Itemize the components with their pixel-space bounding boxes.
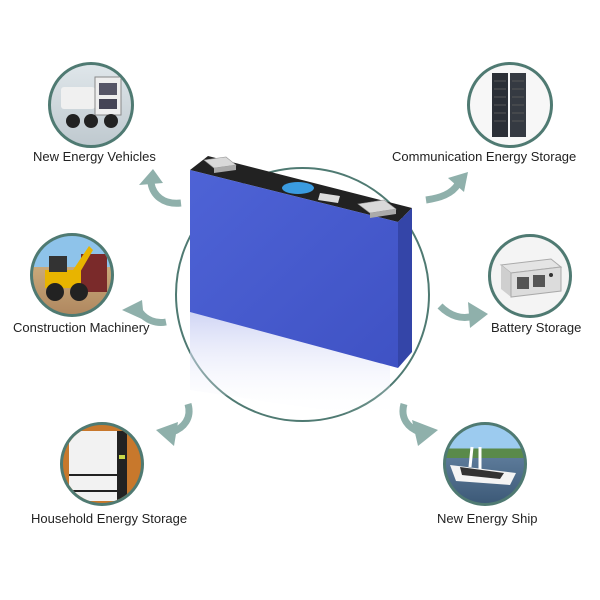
- truck-icon: [61, 76, 122, 128]
- app-image-battery-storage: [488, 234, 572, 318]
- label-communication-energy-storage: Communication Energy Storage: [392, 149, 577, 164]
- label-new-energy-ship: New Energy Ship: [437, 511, 538, 526]
- label-household-energy-storage: Household Energy Storage: [31, 511, 188, 526]
- center-ring: [175, 167, 430, 422]
- yacht-icon: [450, 446, 516, 485]
- arrow-to-household-icon: [156, 403, 193, 446]
- label-battery-storage: Battery Storage: [491, 320, 582, 335]
- app-image-household-energy-storage: [60, 422, 144, 506]
- arrow-to-construction-icon: [122, 300, 167, 326]
- arrow-to-battery-storage-icon: [437, 302, 488, 328]
- wall-battery-icon: [69, 431, 127, 501]
- app-image-new-energy-vehicles: [48, 62, 134, 148]
- arrow-to-vehicles-icon: [139, 169, 182, 207]
- arrow-to-communication-icon: [425, 172, 468, 204]
- label-new-energy-vehicles: New Energy Vehicles: [33, 149, 156, 164]
- label-construction-machinery: Construction Machinery: [13, 320, 150, 335]
- app-image-new-energy-ship: [443, 422, 527, 506]
- arrow-to-ship-icon: [399, 403, 438, 446]
- app-image-construction-machinery: [30, 233, 114, 317]
- battery-storage-unit-icon: [499, 258, 563, 298]
- wheel-loader-icon: [45, 246, 107, 301]
- app-image-communication-energy-storage: [467, 62, 553, 148]
- server-rack-icon: [492, 73, 526, 137]
